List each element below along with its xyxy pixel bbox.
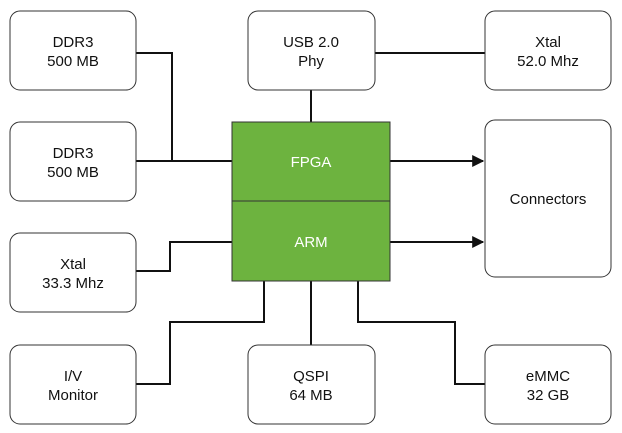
iv-monitor-line2: Monitor [48,387,98,404]
xtal-33-block: Xtal 33.3 Mhz [9,232,137,313]
xtal-52-line2: 52.0 Mhz [517,53,579,70]
usb-phy-line1: USB 2.0 [283,34,339,51]
iv-monitor-line1: I/V [64,368,82,385]
xtal-52-line1: Xtal [535,34,561,51]
ddr3-block-bottom: DDR3 500 MB [9,121,137,202]
usb-phy-line2: Phy [298,53,324,70]
connectors-block: Connectors [484,119,612,278]
ddr3-top-line2: 500 MB [47,53,99,70]
wire-iv-monitor [136,281,265,385]
connection-lines [136,52,485,385]
qspi-line1: QSPI [293,368,329,385]
wire-emmc [357,281,485,385]
usb-phy-block: USB 2.0 Phy [247,10,376,91]
iv-monitor-block: I/V Monitor [9,344,137,425]
xtal-33-line1: Xtal [60,256,86,273]
qspi-line2: 64 MB [289,387,332,404]
fpga-block: FPGA [231,121,391,202]
emmc-line1: eMMC [526,368,570,385]
emmc-line2: 32 GB [527,387,570,404]
emmc-block: eMMC 32 GB [484,344,612,425]
arm-block: ARM [231,200,391,282]
ddr3-bottom-line1: DDR3 [53,145,94,162]
wire-ddr3-a [136,52,232,162]
ddr3-bottom-line2: 500 MB [47,164,99,181]
qspi-block: QSPI 64 MB [247,344,376,425]
xtal-52-block: Xtal 52.0 Mhz [484,10,612,91]
fpga-label: FPGA [291,154,332,171]
xtal-33-line2: 33.3 Mhz [42,275,104,292]
connectors-label: Connectors [510,191,587,208]
wire-xtal-33 [136,241,232,272]
ddr3-top-line1: DDR3 [53,34,94,51]
arm-label: ARM [294,234,327,251]
ddr3-block-top: DDR3 500 MB [9,10,137,91]
